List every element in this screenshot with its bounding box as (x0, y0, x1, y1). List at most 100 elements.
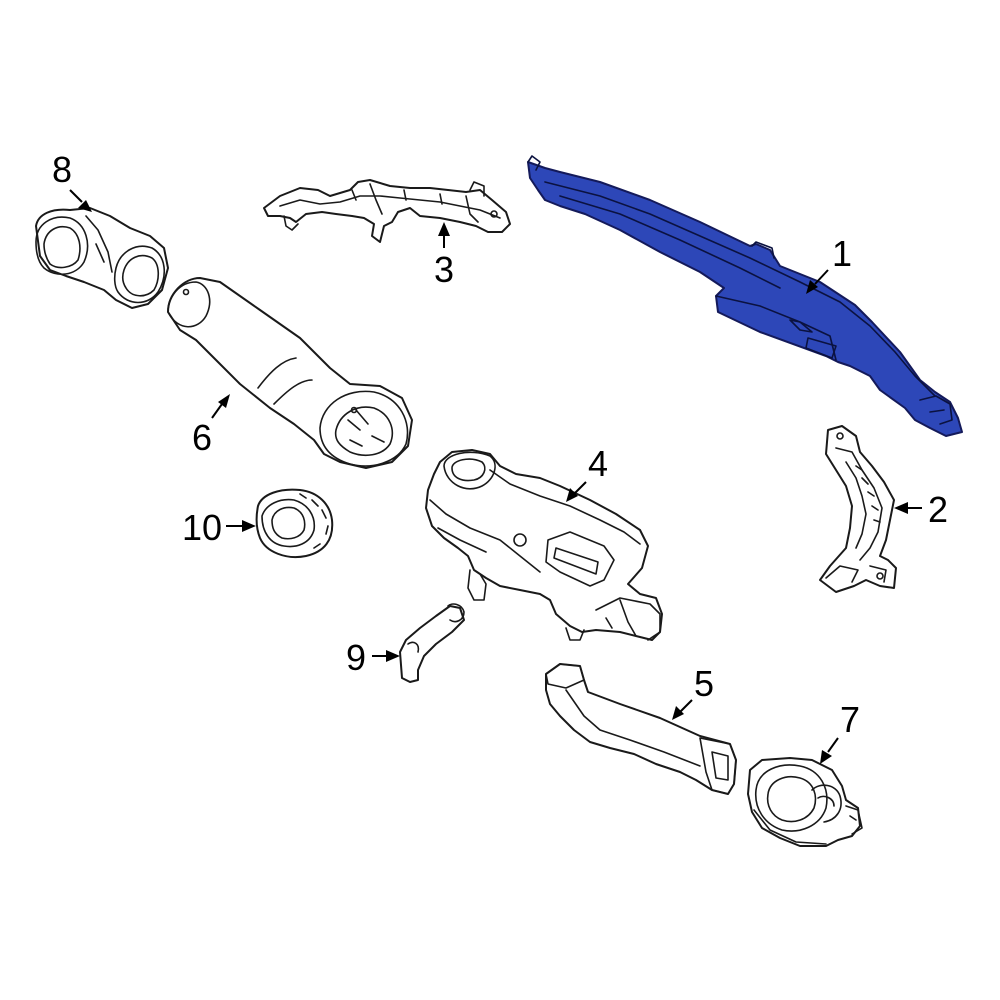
part-8-rear-inner (121, 254, 160, 297)
callout-7-arrow (820, 750, 832, 764)
part-3-rib-a (279, 195, 501, 219)
callout-1-leader (814, 269, 829, 285)
part-4-outlet (595, 597, 661, 641)
part-6-bend-lines (257, 357, 313, 405)
part-3-tab-b (469, 181, 485, 197)
part-8-elbow[interactable] (35, 207, 169, 309)
part-2-hole-top (836, 432, 844, 440)
part-6-vanes (347, 409, 385, 447)
part-7-vent[interactable] (747, 757, 863, 847)
part-6-dot-b (350, 406, 358, 414)
callout-8-leader (69, 189, 83, 203)
part-2-hole-foot (876, 572, 884, 580)
part-1-tab-top (751, 241, 775, 259)
part-1-body (527, 161, 963, 437)
callout-5-leader (679, 699, 693, 713)
part-1-slot-b (805, 337, 837, 359)
part-1-rib-mid (559, 195, 781, 289)
part-6-dot-a (182, 288, 190, 296)
part-7-bezel-inner (766, 776, 817, 823)
part-9-end (447, 603, 465, 623)
part-5-mouth (545, 663, 585, 689)
part-4-inlet-outer (443, 451, 496, 490)
part-2-bracket[interactable] (819, 425, 897, 593)
part-8-rear-ring (113, 245, 165, 304)
callout-3: 3 (434, 222, 454, 290)
callout-6-arrow (218, 394, 230, 408)
callout-7-label: 7 (840, 699, 860, 740)
part-6-outlet-outer (319, 390, 409, 467)
part-4-boss (513, 533, 527, 547)
callout-2-arrow (894, 502, 908, 514)
callout-8-arrow (78, 200, 92, 212)
callout-4-arrow (566, 488, 578, 502)
callout-5: 5 (672, 663, 714, 720)
part-4-drain (467, 569, 487, 601)
callout-8-label: 8 (52, 149, 72, 190)
callout-6-leader (211, 403, 223, 419)
part-8-seam (85, 215, 113, 273)
part-7-secondary-ring (811, 784, 842, 823)
part-6-end-ring (167, 281, 211, 328)
part-4-side-lines (429, 499, 541, 573)
part-1-rib-top (544, 181, 936, 397)
callout-1: 1 (806, 233, 852, 294)
callout-9-label: 9 (346, 637, 366, 678)
part-10-body (255, 488, 334, 558)
part-6-hose[interactable] (167, 277, 413, 469)
callout-4-label: 4 (588, 443, 608, 484)
callout-9: 9 (346, 637, 400, 678)
part-8-front-inner (43, 226, 81, 269)
part-3-bracket[interactable] (263, 179, 511, 243)
part-2-body (819, 425, 897, 593)
part-4-top-ridge (489, 469, 641, 545)
part-6-outlet-inner (334, 406, 394, 457)
part-10-fitting[interactable] (255, 488, 334, 558)
part-4-box (545, 531, 615, 587)
callout-3-arrow (438, 222, 450, 236)
part-9-body (399, 605, 465, 683)
part-7-bezel-outer (755, 764, 828, 832)
callout-6: 6 (192, 394, 230, 458)
part-1-duct[interactable] (527, 155, 963, 437)
part-8-front-ring (35, 216, 89, 275)
callout-8: 8 (52, 149, 92, 212)
part-10-ribs (299, 493, 329, 549)
callout-10-label: 10 (182, 507, 222, 548)
callout-2-label: 2 (928, 489, 948, 530)
part-7-tab (845, 805, 863, 835)
part-3-hole (490, 210, 498, 218)
callout-9-arrow (386, 650, 400, 662)
callout-5-label: 5 (694, 663, 714, 704)
part-9-hose[interactable] (399, 603, 465, 683)
part-4-housing[interactable] (425, 449, 663, 641)
part-1-slot-a (789, 319, 813, 333)
callout-4-leader (573, 481, 587, 495)
part-5-duct[interactable] (545, 663, 737, 795)
callout-1-label: 1 (832, 233, 852, 274)
part-2-inner-a (835, 447, 883, 561)
part-10-outer-ring (261, 498, 316, 548)
part-2-inner-b (845, 461, 867, 549)
callout-10-arrow (242, 520, 256, 532)
part-7-edge (753, 809, 827, 845)
part-3-rib-b (351, 183, 479, 223)
part-2-slots (855, 465, 881, 523)
part-2-foot (825, 565, 887, 583)
part-4-inlet-inner (451, 458, 486, 482)
callout-5-arrow (672, 706, 684, 720)
part-9-bend (407, 641, 420, 653)
part-5-edge (565, 689, 701, 767)
callout-1-arrow (806, 280, 818, 294)
callout-6-label: 6 (192, 417, 212, 458)
callout-7-leader (827, 737, 839, 753)
part-10-inner-ring (271, 506, 306, 540)
part-1-bracket-right (919, 395, 953, 425)
callout-3-label: 3 (434, 249, 454, 290)
part-4-tab (565, 627, 585, 641)
part-1-tab-left (527, 155, 541, 171)
callout-10: 10 (182, 507, 256, 548)
callout-2: 2 (894, 489, 948, 530)
part-7-body (747, 757, 861, 847)
